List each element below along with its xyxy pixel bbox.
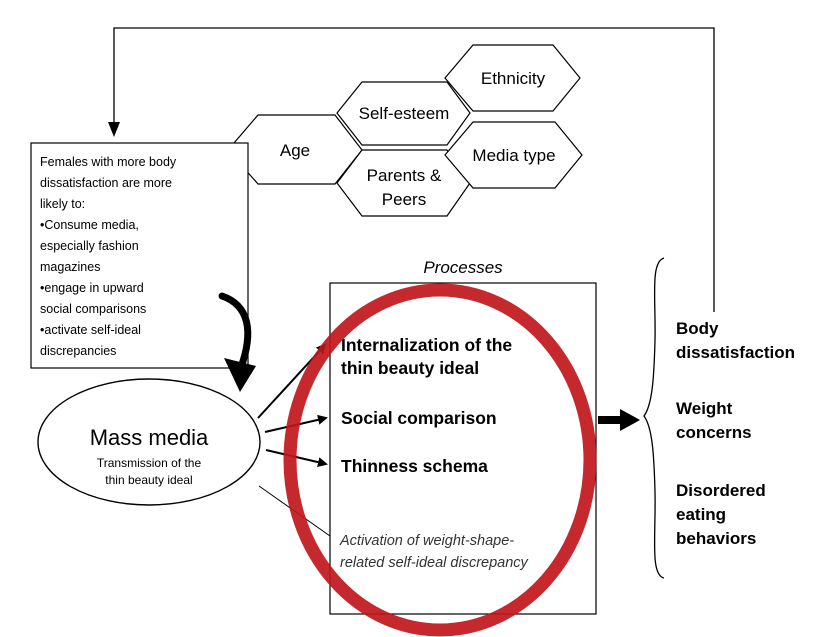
hexagon-ethnicity: Ethnicity — [444, 44, 581, 112]
hexagon-parents-peers-label: Parents & — [367, 166, 442, 185]
outcome-disordered-eating: behaviors — [676, 529, 756, 548]
processes-heading: Processes — [423, 258, 503, 277]
selection-box-line: Females with more body — [40, 155, 177, 169]
hexagon-self-esteem-label: Self-esteem — [359, 104, 450, 123]
process-discrepancy: Activation of weight-shape- — [339, 533, 514, 549]
outcome-disordered-eating: Disordered — [676, 481, 766, 500]
hexagon-age-label: Age — [280, 141, 310, 160]
highlight-ring — [283, 283, 597, 637]
outcome-body-dissatisfaction: dissatisfaction — [676, 343, 795, 362]
outcome-weight-concerns: Weight — [676, 399, 733, 418]
outcomes-brace — [643, 257, 665, 579]
process-thinness-schema: Thinness schema — [341, 456, 488, 476]
selection-box-line: •Consume media, — [40, 218, 139, 232]
selection-box-line: likely to: — [40, 197, 85, 211]
process-internalization: Internalization of the — [341, 335, 512, 355]
hexagon-parents-peers-label-line2: Peers — [382, 190, 426, 209]
hexagon-self-esteem: Self-esteem — [336, 81, 471, 146]
selection-box-line: especially fashion — [40, 239, 139, 253]
selection-box: Females with more body dissatisfaction a… — [30, 142, 249, 369]
mass-media-title: Mass media — [90, 425, 209, 450]
feedback-loop-line — [113, 27, 715, 312]
selection-box-line: dissatisfaction are more — [40, 176, 172, 190]
feedback-arrowhead — [108, 122, 120, 137]
hexagon-parents-peers: Parents & Peers — [336, 149, 471, 217]
hexagon-media-type-label: Media type — [472, 146, 555, 165]
selection-box-line: discrepancies — [40, 344, 116, 358]
hexagon-media-type: Media type — [444, 121, 583, 189]
selection-box-line: social comparisons — [40, 302, 146, 316]
mass-media-subtitle: Transmission of the — [97, 456, 202, 470]
process-social-comparison: Social comparison — [341, 408, 497, 428]
mass-media-subtitle: thin beauty ideal — [105, 473, 192, 487]
process-internalization: thin beauty ideal — [341, 358, 479, 378]
outcome-weight-concerns: concerns — [676, 423, 752, 442]
process-discrepancy: related self-ideal discrepancy — [340, 555, 529, 571]
outcome-body-dissatisfaction: Body — [676, 319, 719, 338]
selection-box-line: •engage in upward — [40, 281, 144, 295]
curved-arrow-line — [218, 292, 252, 374]
selection-box-line: •activate self-ideal — [40, 323, 141, 337]
selection-box-line: magazines — [40, 260, 100, 274]
mass-media-node: Mass media Transmission of the thin beau… — [37, 378, 261, 506]
hexagon-ethnicity-label: Ethnicity — [481, 69, 546, 88]
curved-arrowhead — [224, 358, 256, 392]
outcome-disordered-eating: eating — [676, 505, 726, 524]
arrow-to-outcomes-head — [620, 409, 640, 431]
